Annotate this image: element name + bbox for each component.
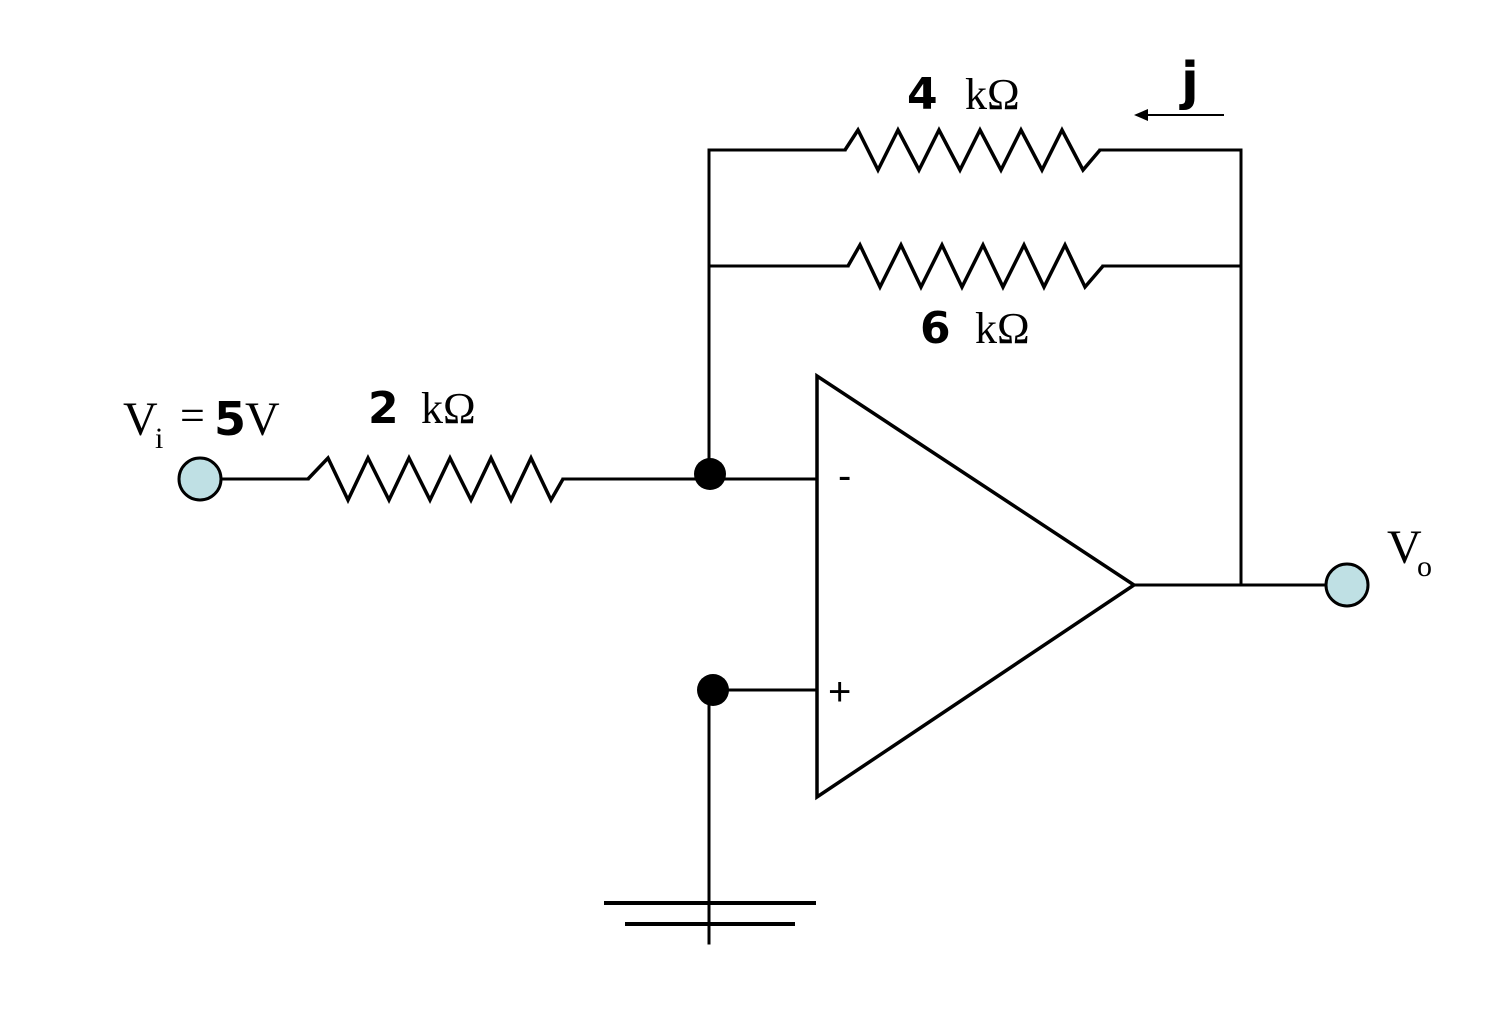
resistor-label-6k: 6 kΩ: [920, 303, 1030, 354]
input-voltage-value: 5: [214, 392, 246, 446]
resistor-label-4k: 4 kΩ: [907, 69, 1020, 120]
resistor-label-2k: 2 kΩ: [368, 383, 476, 434]
current-label: j: [1179, 52, 1199, 112]
resistor-2k-unit: kΩ: [421, 384, 476, 433]
input-voltage-label: V i = 5 V: [123, 391, 280, 455]
resistor-4k-unit: kΩ: [965, 70, 1020, 119]
current-arrow: [1134, 109, 1224, 121]
resistor-feedback-4k: [843, 126, 1102, 174]
output-terminal: [1324, 562, 1370, 608]
opamp: [815, 372, 1327, 801]
resistor-6k-unit: kΩ: [975, 304, 1030, 353]
opamp-triangle: [815, 372, 1138, 801]
resistor-2k-value: 2: [368, 383, 399, 434]
ground-branch: [604, 688, 817, 945]
noninverting-input-sign: +: [828, 670, 851, 714]
junction-node-noninverting: [697, 674, 729, 706]
output-voltage-symbol: V: [1387, 521, 1422, 574]
input-branch: [220, 453, 817, 505]
input-voltage-symbol: V: [123, 393, 158, 446]
input-voltage-subscript: i: [155, 422, 163, 455]
output-voltage-label: V o: [1387, 521, 1432, 583]
resistor-6k-value: 6: [920, 303, 951, 354]
output-voltage-subscript: o: [1417, 550, 1432, 583]
input-voltage-unit: V: [245, 393, 280, 446]
feedback-network: [707, 126, 1243, 587]
input-terminal: [177, 456, 223, 502]
resistor-4k-value: 4: [907, 69, 938, 120]
inverting-input-sign: -: [838, 454, 851, 498]
junction-node-inverting: [694, 458, 726, 490]
current-arrow-head: [1134, 109, 1148, 121]
input-voltage-equals: =: [180, 391, 205, 440]
resistor-feedback-6k: [846, 241, 1105, 291]
resistor-input-2k: [306, 453, 565, 505]
